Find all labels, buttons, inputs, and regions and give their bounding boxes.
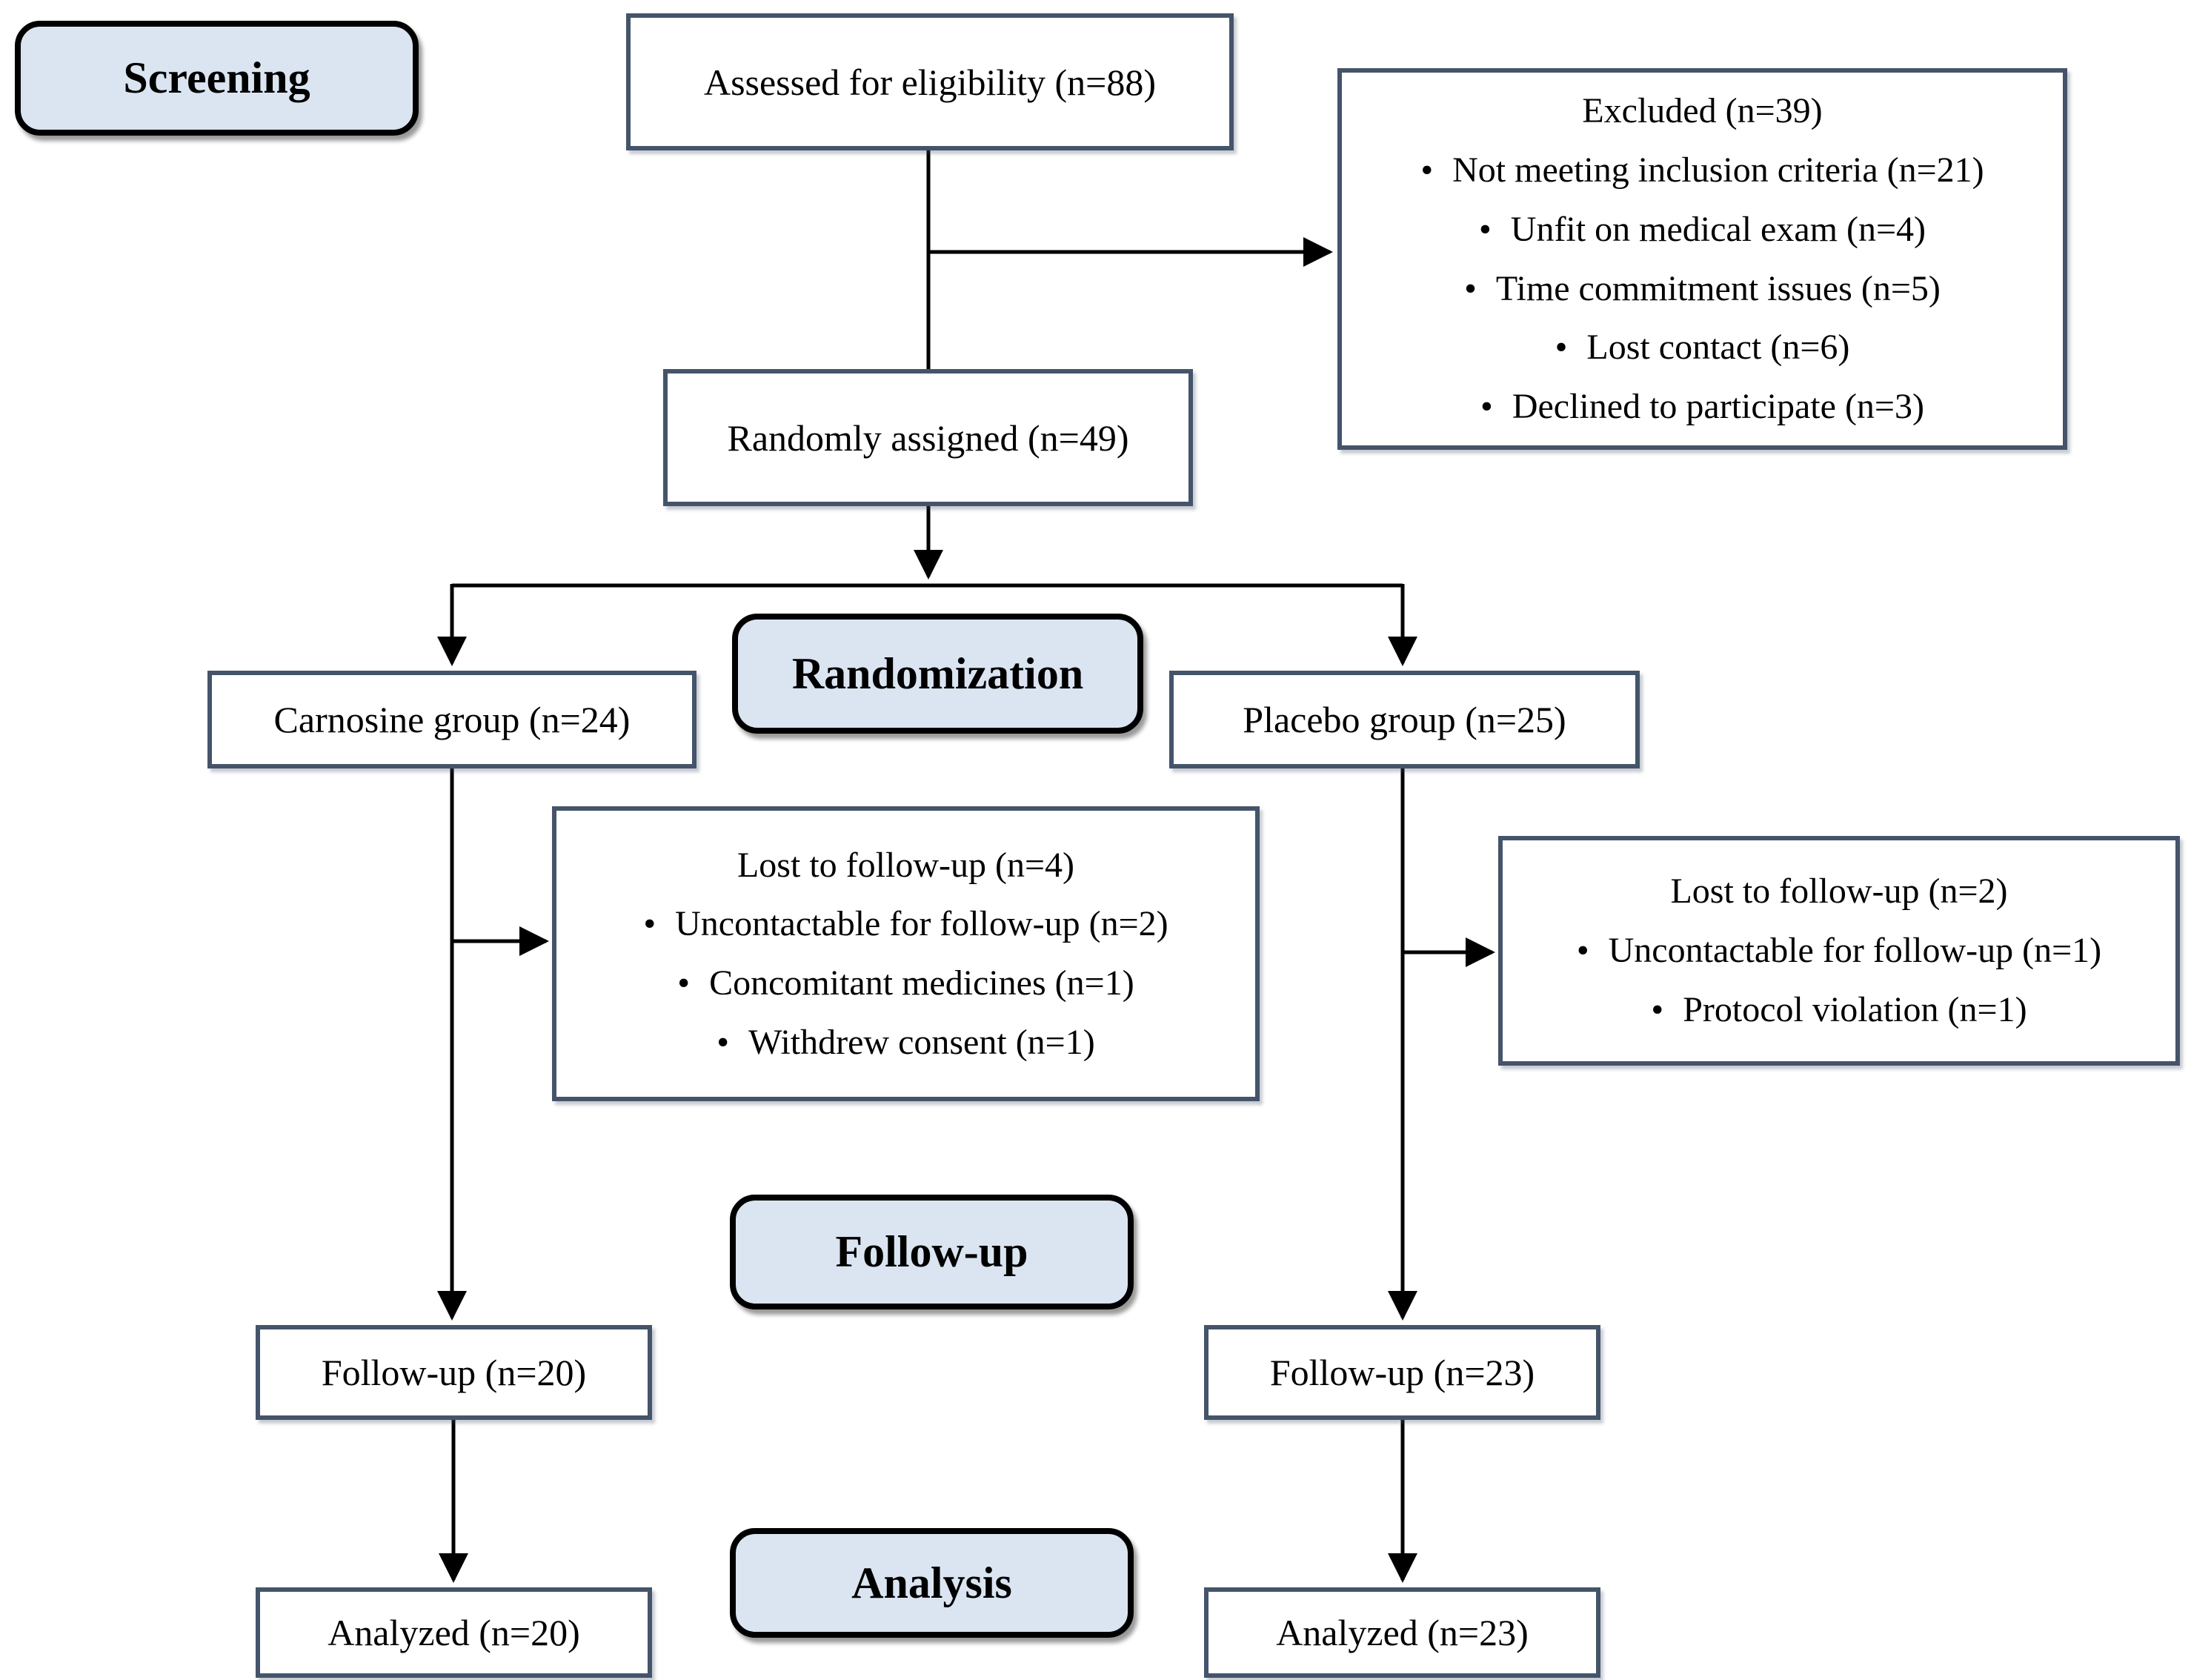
node-lost-carnosine-item-text: Withdrew consent (n=1) [748,1022,1095,1062]
stage-label-randomization-text: Randomization [791,648,1084,698]
node-carnosine-group: Carnosine group (n=24) [207,671,696,768]
node-lost-placebo-item-text: Uncontactable for follow-up (n=1) [1608,931,2102,971]
bullet-icon: • [1464,268,1477,308]
node-carnosine-text: Carnosine group (n=24) [273,699,631,740]
node-analyzed-carnosine: Analyzed (n=20) [256,1587,652,1678]
node-analyzed-carnosine-text: Analyzed (n=20) [328,1612,580,1653]
node-lost-placebo-item: • Protocol violation (n=1) [1651,980,2027,1040]
node-excluded-title: Excluded (n=39) [1582,91,1823,131]
stage-label-followup: Follow-up [730,1195,1134,1309]
stage-label-analysis-text: Analysis [851,1558,1012,1607]
node-lost-carnosine-title: Lost to follow-up (n=4) [737,845,1074,885]
bullet-icon: • [643,904,656,944]
node-excluded-item: • Time commitment issues (n=5) [1464,259,1941,319]
stage-label-randomization: Randomization [732,614,1143,734]
bullet-icon: • [1480,386,1493,426]
bullet-icon: • [677,963,691,1003]
bullet-icon: • [1576,931,1589,971]
bullet-icon: • [1651,989,1664,1029]
stage-label-screening-text: Screening [123,53,310,102]
node-excluded: Excluded (n=39) • Not meeting inclusion c… [1337,68,2067,450]
node-excluded-item: • Unfit on medical exam (n=4) [1479,200,1926,259]
node-lost-placebo-item: • Uncontactable for follow-up (n=1) [1577,921,2101,980]
node-followup-carnosine-text: Follow-up (n=20) [321,1352,587,1393]
node-lost-carnosine-item-text: Uncontactable for follow-up (n=2) [675,904,1168,944]
node-randomly-assigned: Randomly assigned (n=49) [663,369,1193,506]
node-excluded-item-text: Time commitment issues (n=5) [1495,268,1941,308]
node-placebo-text: Placebo group (n=25) [1243,699,1566,740]
node-lost-carnosine-item: • Uncontactable for follow-up (n=2) [643,894,1168,954]
node-lost-placebo-item-text: Protocol violation (n=1) [1683,989,2027,1029]
node-excluded-item: • Not meeting inclusion criteria (n=21) [1420,141,1984,200]
bullet-icon: • [1420,150,1434,190]
stage-label-followup-text: Follow-up [835,1227,1028,1276]
node-lost-to-followup-placebo: Lost to follow-up (n=2) • Uncontactable f… [1498,836,2180,1066]
node-lost-carnosine-item-text: Concomitant medicines (n=1) [709,963,1134,1003]
bullet-icon: • [717,1022,730,1062]
stage-label-screening: Screening [15,21,419,136]
node-placebo-group: Placebo group (n=25) [1169,671,1640,768]
node-assessed-for-eligibility: Assessed for eligibility (n=88) [626,13,1234,150]
node-lost-carnosine-item: • Withdrew consent (n=1) [717,1013,1094,1072]
node-lost-carnosine-item: • Concomitant medicines (n=1) [677,954,1134,1013]
stage-label-analysis: Analysis [730,1528,1134,1638]
node-followup-carnosine: Follow-up (n=20) [256,1325,652,1420]
node-excluded-item-text: Declined to participate (n=3) [1512,386,1924,426]
node-randomized-text: Randomly assigned (n=49) [727,416,1129,459]
node-assessed-text: Assessed for eligibility (n=88) [703,61,1157,103]
node-excluded-item: • Lost contact (n=6) [1555,318,1850,377]
bullet-icon: • [1555,328,1568,368]
node-excluded-item-text: Unfit on medical exam (n=4) [1510,209,1926,249]
node-excluded-item-text: Lost contact (n=6) [1586,328,1850,368]
node-followup-placebo-text: Follow-up (n=23) [1269,1352,1535,1393]
bullet-icon: • [1478,209,1492,249]
node-excluded-item: • Declined to participate (n=3) [1480,377,1924,436]
node-analyzed-placebo: Analyzed (n=23) [1204,1587,1600,1678]
node-followup-placebo: Follow-up (n=23) [1204,1325,1600,1420]
node-excluded-item-text: Not meeting inclusion criteria (n=21) [1452,150,1984,190]
node-lost-to-followup-carnosine: Lost to follow-up (n=4) • Uncontactable f… [552,806,1260,1101]
node-lost-placebo-title: Lost to follow-up (n=2) [1670,871,2008,912]
node-analyzed-placebo-text: Analyzed (n=23) [1276,1612,1529,1653]
